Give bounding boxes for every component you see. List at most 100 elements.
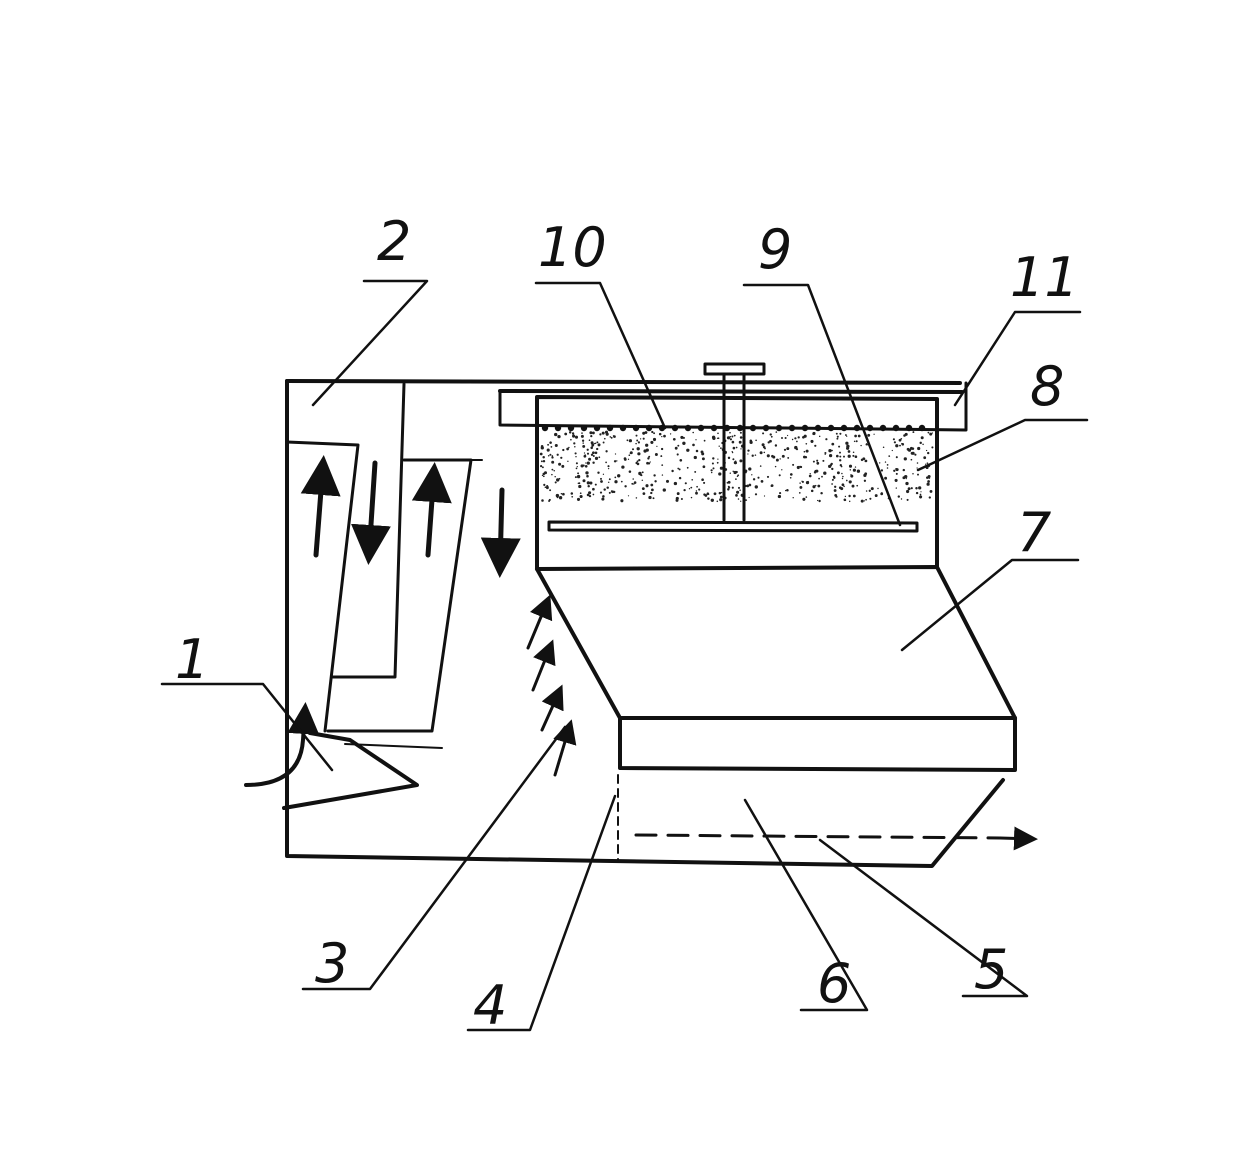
bead [593, 424, 601, 432]
media-grain [614, 476, 617, 479]
media-grain [836, 437, 839, 440]
media-grain [544, 486, 547, 489]
media-grain [682, 441, 686, 445]
media-grain [712, 467, 715, 470]
media-grain [919, 495, 923, 499]
media-grain [817, 484, 821, 488]
media-grain [787, 456, 790, 459]
media-grain [760, 480, 764, 483]
filter-box [498, 381, 968, 571]
media-grain [789, 473, 793, 476]
media-grain [591, 431, 595, 435]
media-grain [924, 463, 927, 465]
media-grain [775, 431, 778, 433]
media-grain [639, 438, 642, 440]
media-grain [886, 464, 889, 466]
media-grain [852, 454, 855, 457]
media-grain [574, 445, 576, 448]
media-grain [747, 449, 750, 452]
media-grain [542, 475, 545, 478]
media-grain [778, 474, 781, 477]
bead [814, 424, 822, 432]
media-grain [605, 432, 609, 436]
media-grain [840, 487, 844, 491]
media-grain [900, 498, 903, 500]
media-grain [915, 486, 918, 490]
media-grain [928, 477, 931, 479]
media-grain [588, 494, 592, 498]
media-grain [841, 472, 843, 475]
media-grain [927, 431, 930, 434]
media-grain [711, 462, 714, 465]
media-grain [676, 453, 679, 456]
bead [645, 424, 653, 432]
media-grain [767, 441, 770, 444]
media-grain [839, 451, 841, 454]
media-grain [554, 481, 557, 484]
media-grain [903, 457, 907, 461]
media-grain [774, 444, 778, 447]
bead [775, 424, 783, 432]
media-grain [598, 456, 601, 459]
media-grain [831, 467, 834, 471]
media-grain [594, 451, 598, 455]
media-grain [641, 479, 644, 482]
media-grain [779, 492, 782, 495]
media-grain [554, 475, 556, 478]
media-grain [818, 477, 820, 480]
media-grain [745, 499, 748, 502]
media-grain [636, 447, 640, 451]
media-grain [690, 496, 693, 499]
bead [801, 424, 809, 432]
media-grain [794, 437, 797, 440]
media-grain [553, 470, 555, 472]
media-grain [696, 485, 698, 488]
media-grain [764, 447, 766, 450]
media-grain [926, 462, 929, 465]
media-grain [566, 447, 569, 451]
media-grain [641, 471, 644, 474]
media-grain [628, 439, 633, 443]
media-grain [802, 497, 806, 501]
media-grain [694, 470, 697, 473]
media-grain [907, 448, 912, 452]
media-grain [799, 465, 803, 469]
media-grain [931, 432, 934, 434]
media-grain [906, 498, 909, 501]
media-grain [849, 469, 852, 471]
media-grain [839, 432, 842, 435]
media-grain [766, 454, 770, 458]
media-grain [749, 440, 753, 445]
media-grain [776, 460, 778, 462]
media-grain [683, 488, 686, 492]
media-grain [677, 444, 680, 447]
media-grain [589, 431, 593, 435]
media-grain [653, 474, 656, 477]
media-grain [624, 485, 627, 488]
media-grain [562, 448, 565, 452]
media-grain [560, 492, 563, 495]
media-grain [713, 492, 717, 496]
media-grain [642, 431, 646, 435]
media-grain [661, 464, 664, 466]
media-grain [824, 453, 826, 456]
media-grain [643, 449, 647, 453]
media-grain [642, 492, 646, 495]
media-grain [863, 479, 867, 482]
media-grain [785, 489, 787, 492]
media-grain [809, 472, 811, 475]
filter-media [539, 430, 934, 503]
media-grain [814, 444, 817, 447]
media-grain [919, 441, 922, 445]
label-7: 7 [1017, 501, 1051, 564]
media-grain [600, 480, 603, 483]
media-grain [548, 498, 551, 501]
bead [827, 424, 835, 432]
media-grain [702, 465, 706, 469]
media-grain [640, 474, 643, 477]
media-grain [554, 443, 558, 448]
bead [905, 424, 913, 432]
media-grain [784, 436, 787, 440]
media-grain [755, 439, 757, 442]
